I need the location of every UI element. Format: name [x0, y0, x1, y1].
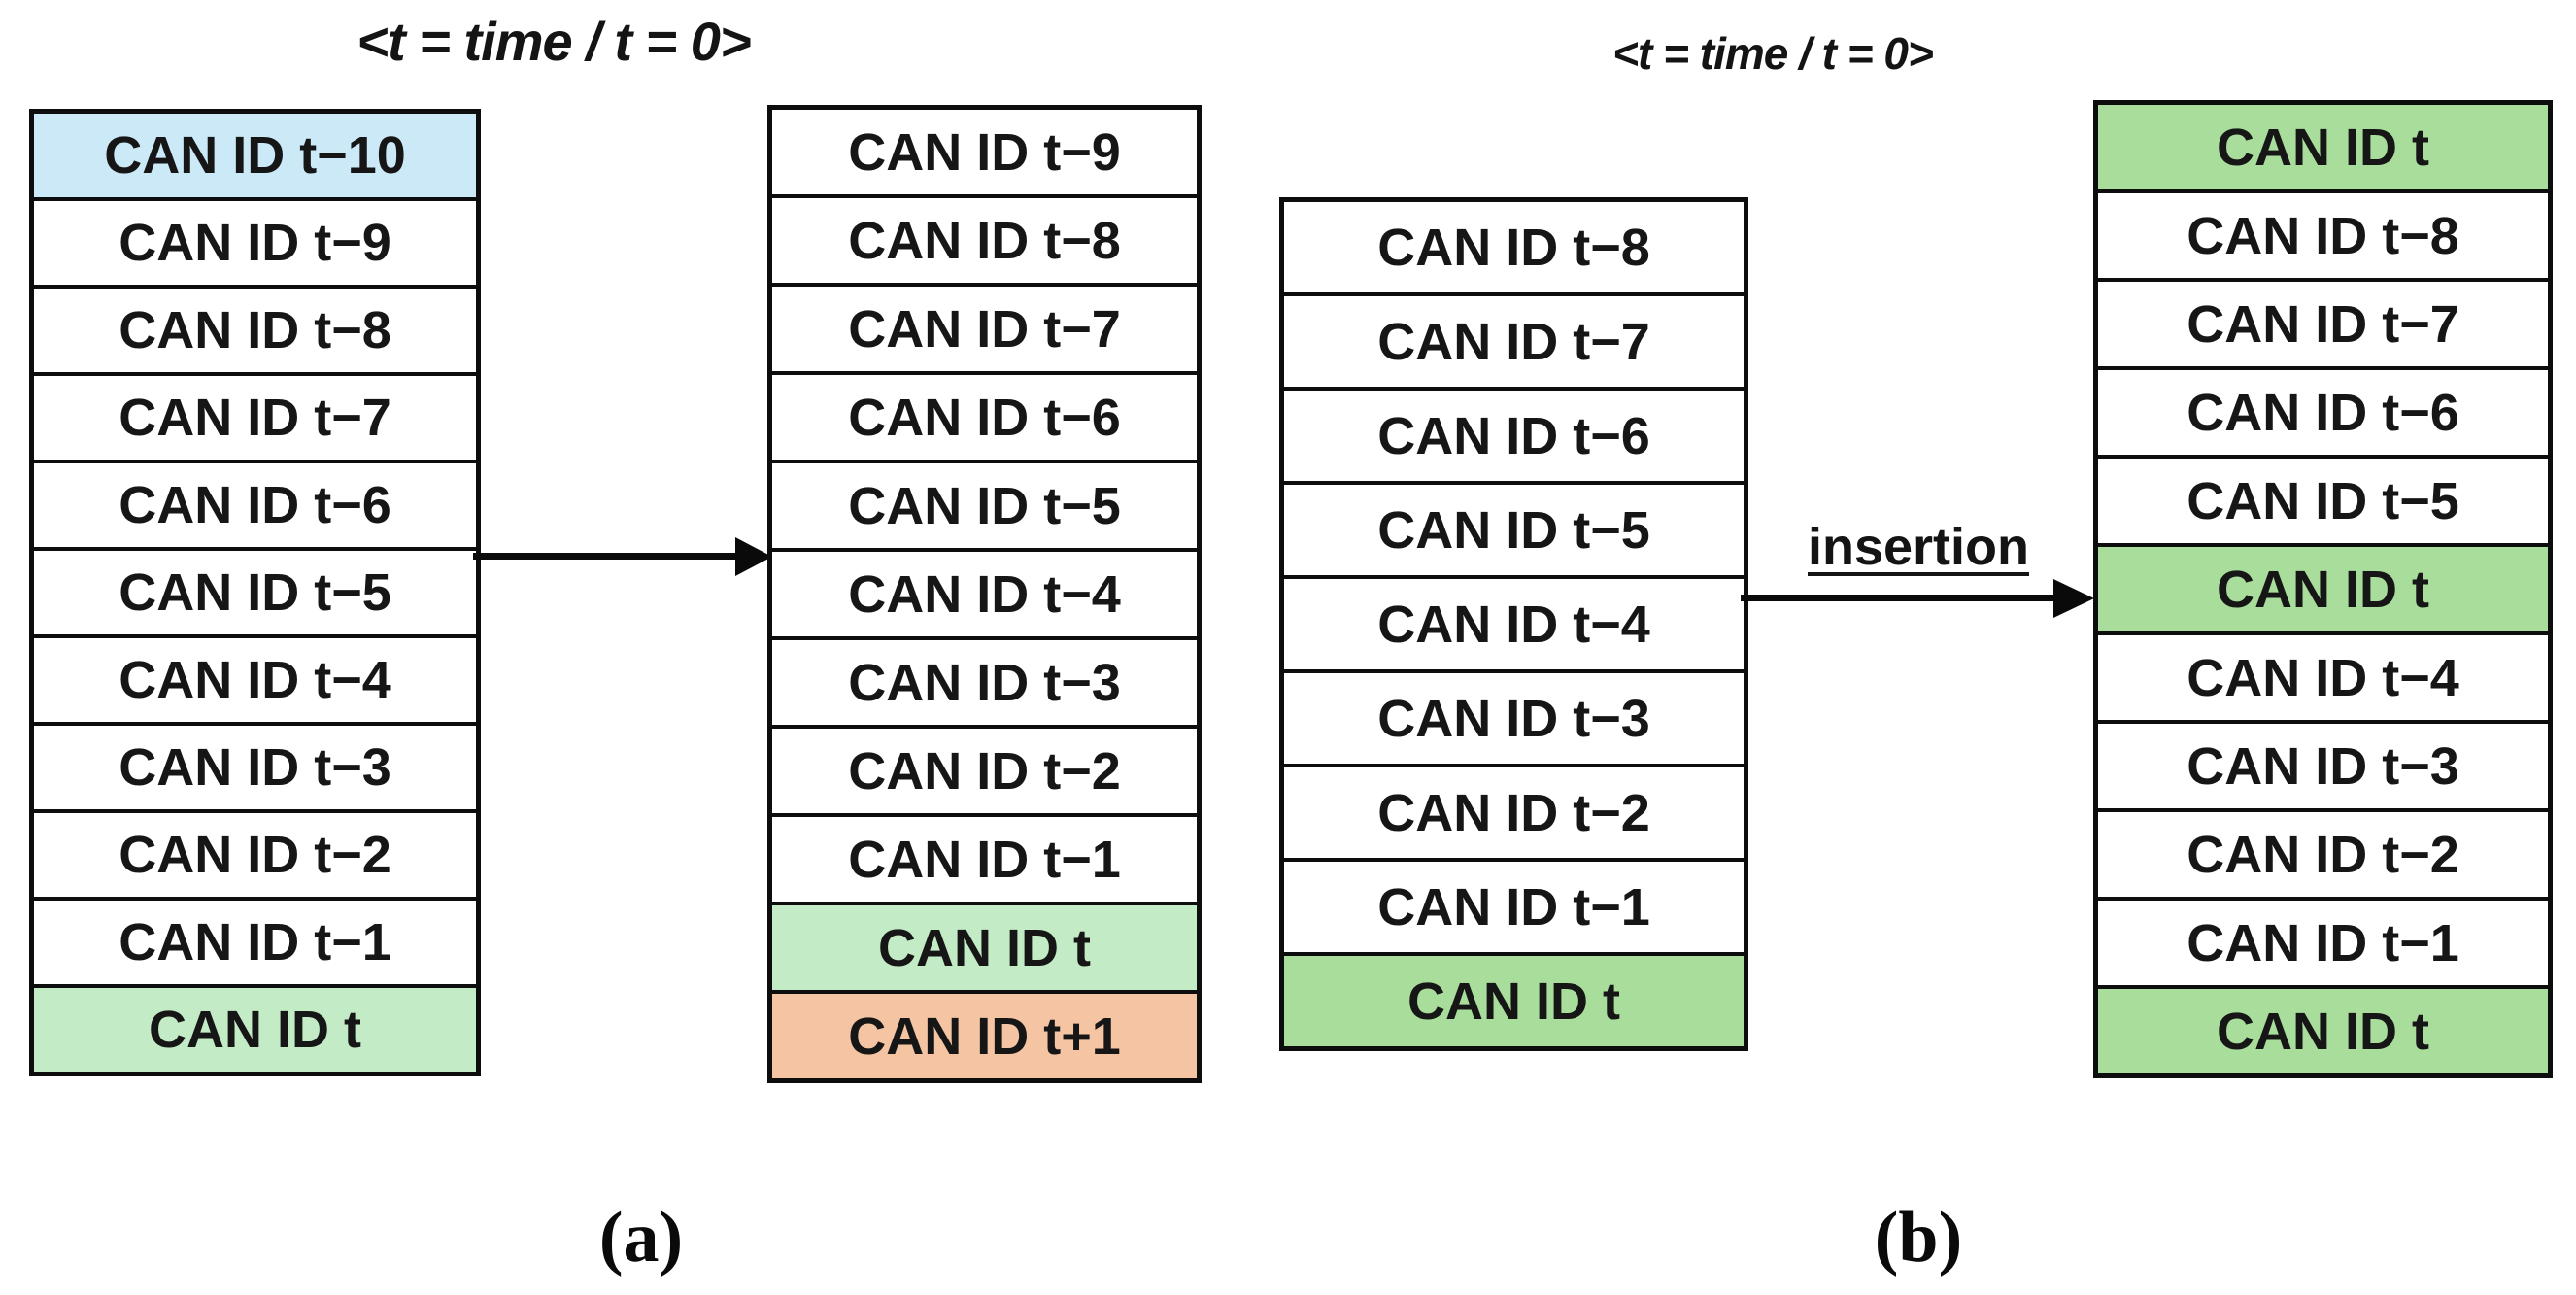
can-id-cell: CAN ID t−10: [34, 114, 476, 201]
can-id-cell: CAN ID t: [2098, 989, 2548, 1073]
can-id-cell: CAN ID t+1: [772, 994, 1197, 1078]
insertion-arrow-label: insertion: [1807, 518, 2030, 576]
can-id-cell: CAN ID t−4: [34, 638, 476, 726]
can-id-cell: CAN ID t−7: [1284, 296, 1744, 391]
can-id-cell: CAN ID t−5: [772, 463, 1197, 552]
can-id-cell: CAN ID t−2: [34, 813, 476, 901]
can-id-cell: CAN ID t−4: [772, 552, 1197, 640]
can-id-cell: CAN ID t−8: [772, 198, 1197, 287]
can-id-cell: CAN ID t−6: [772, 375, 1197, 463]
can-id-cell: CAN ID t−3: [772, 640, 1197, 729]
time-legend-a: <t = time / t = 0>: [356, 11, 751, 72]
can-id-cell: CAN ID t−7: [34, 376, 476, 463]
can-id-cell: CAN ID t−8: [1284, 202, 1744, 296]
can-id-cell: CAN ID t−1: [34, 901, 476, 988]
can-id-cell: CAN ID t: [772, 905, 1197, 994]
can-id-cell: CAN ID t: [1284, 956, 1744, 1046]
shift-arrow-head: [735, 537, 772, 576]
can-id-cell: CAN ID t: [2098, 105, 2548, 193]
can-id-cell: CAN ID t−5: [2098, 459, 2548, 547]
can-id-cell: CAN ID t: [34, 988, 476, 1072]
can-id-cell: CAN ID t−3: [2098, 724, 2548, 812]
shift-arrow-line: [473, 553, 737, 560]
can-id-cell: CAN ID t−1: [772, 817, 1197, 905]
can-id-cell: CAN ID t−7: [772, 287, 1197, 375]
can-id-cell: CAN ID t−5: [1284, 485, 1744, 579]
can-id-cell: CAN ID t−1: [2098, 901, 2548, 989]
can-id-cell: CAN ID t: [2098, 547, 2548, 635]
time-legend-b: <t = time / t = 0>: [1612, 28, 1934, 79]
can-id-cell: CAN ID t−3: [34, 726, 476, 813]
can-id-cell: CAN ID t−1: [1284, 862, 1744, 956]
can-id-cell: CAN ID t−8: [2098, 193, 2548, 282]
figure-caption-a: (a): [598, 1198, 684, 1278]
insertion-arrow-head: [2053, 579, 2094, 618]
can-id-cell: CAN ID t−9: [772, 110, 1197, 198]
can-id-cell: CAN ID t−3: [1284, 673, 1744, 767]
can-id-cell: CAN ID t−4: [2098, 635, 2548, 724]
figure-caption-b: (b): [1874, 1198, 1963, 1278]
can-id-cell: CAN ID t−2: [2098, 812, 2548, 901]
can-id-cell: CAN ID t−8: [34, 289, 476, 376]
can-id-cell: CAN ID t−6: [34, 463, 476, 551]
can-id-cell: CAN ID t−7: [2098, 282, 2548, 370]
can-id-cell: CAN ID t−4: [1284, 579, 1744, 673]
can-id-cell: CAN ID t−2: [772, 729, 1197, 817]
insertion-arrow-line: [1741, 595, 2057, 601]
can-id-cell: CAN ID t−9: [34, 201, 476, 289]
can-id-cell: CAN ID t−6: [1284, 391, 1744, 485]
can-id-cell: CAN ID t−2: [1284, 767, 1744, 862]
can-id-cell: CAN ID t−6: [2098, 370, 2548, 459]
can-id-cell: CAN ID t−5: [34, 551, 476, 638]
